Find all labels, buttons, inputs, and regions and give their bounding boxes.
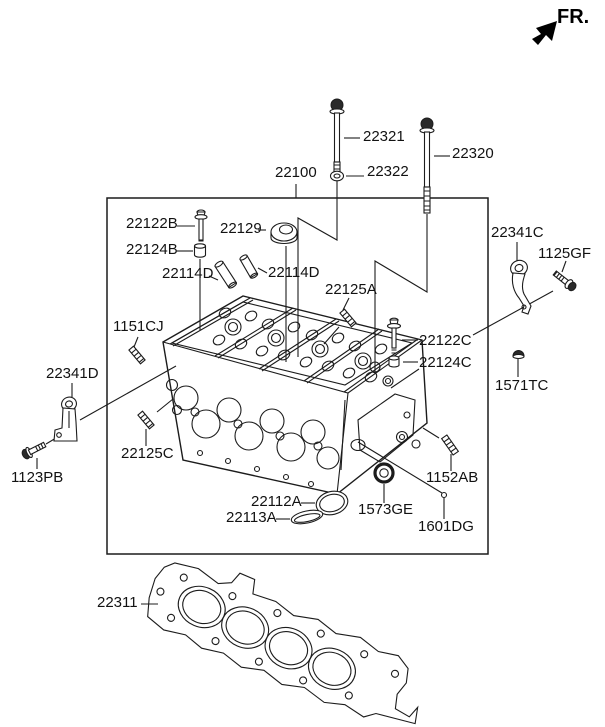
cap-nut-22124C-icon — [388, 355, 400, 368]
dowel-pin-22114D-right-icon — [239, 254, 259, 279]
bracket-22341D-icon — [53, 396, 78, 442]
part-label-1571TC: 1571TC — [495, 377, 549, 394]
part-label-22122C: 22122C — [419, 332, 472, 349]
part-label-22311: 22311 — [97, 594, 138, 611]
fr-direction-arrow-icon — [532, 21, 557, 45]
bolt-1123PB-icon — [21, 441, 47, 460]
leader-lines — [36, 137, 567, 605]
part-label-22125C: 22125C — [121, 445, 174, 462]
part-label-1573GE: 1573GE — [358, 501, 414, 518]
bolt-1125GF-icon — [552, 270, 577, 292]
cylinder-head-illustration — [162, 295, 428, 495]
part-label-22114D-left: 22114D — [162, 265, 214, 282]
part-label-22124B: 22124B — [126, 241, 178, 258]
bolt-22122B-icon — [194, 209, 208, 248]
assembly-box — [106, 197, 489, 555]
part-label-22114D-right: 22114D — [268, 264, 320, 281]
part-label-22341D: 22341D — [46, 365, 99, 382]
stud-22125A-icon — [339, 308, 357, 328]
part-label-1123PB: 1123PB — [11, 469, 64, 486]
part-label-1601DG: 1601DG — [418, 518, 474, 535]
stud-22125C-icon — [137, 410, 155, 430]
bolt-22122C-icon — [386, 317, 402, 357]
washer-22322-icon — [329, 170, 345, 182]
part-label-22322: 22322 — [367, 163, 409, 180]
dome-plug-1571TC-icon — [512, 350, 525, 360]
plug-point-1601DG-icon — [440, 491, 448, 499]
part-label-22129: 22129 — [220, 220, 262, 237]
part-label-22100: 22100 — [275, 164, 317, 181]
fr-direction-label: FR. — [557, 6, 590, 28]
o-ring-22112A-icon — [315, 490, 349, 516]
part-label-1125GF: 1125GF — [538, 245, 592, 262]
cap-nut-22124B-icon — [193, 243, 207, 258]
head-gasket-illustration — [147, 562, 419, 725]
part-label-22321: 22321 — [363, 128, 405, 145]
gasket-ring-22113A-icon — [290, 509, 324, 525]
bracket-22341C-icon — [510, 259, 532, 315]
part-label-22341C: 22341C — [491, 224, 544, 241]
part-label-22124C: 22124C — [419, 354, 472, 371]
sealing-cap-22129-icon — [270, 222, 298, 245]
dowel-pin-22114D-left-icon — [214, 260, 238, 289]
stud-1151CJ-icon — [128, 345, 146, 365]
part-label-22122B: 22122B — [126, 215, 178, 232]
part-label-22112A: 22112A — [251, 493, 302, 510]
part-label-22113A: 22113A — [226, 509, 277, 526]
stud-1152AB-icon — [440, 434, 460, 456]
oil-seal-1573GE-icon — [373, 462, 395, 484]
part-label-22320: 22320 — [452, 145, 494, 162]
part-label-1152AB: 1152AB — [426, 469, 479, 486]
bolt-22320-icon — [419, 117, 435, 214]
bolt-22321-icon — [329, 98, 345, 181]
part-label-22125A: 22125A — [325, 281, 377, 298]
part-label-1151CJ: 1151CJ — [113, 318, 164, 335]
